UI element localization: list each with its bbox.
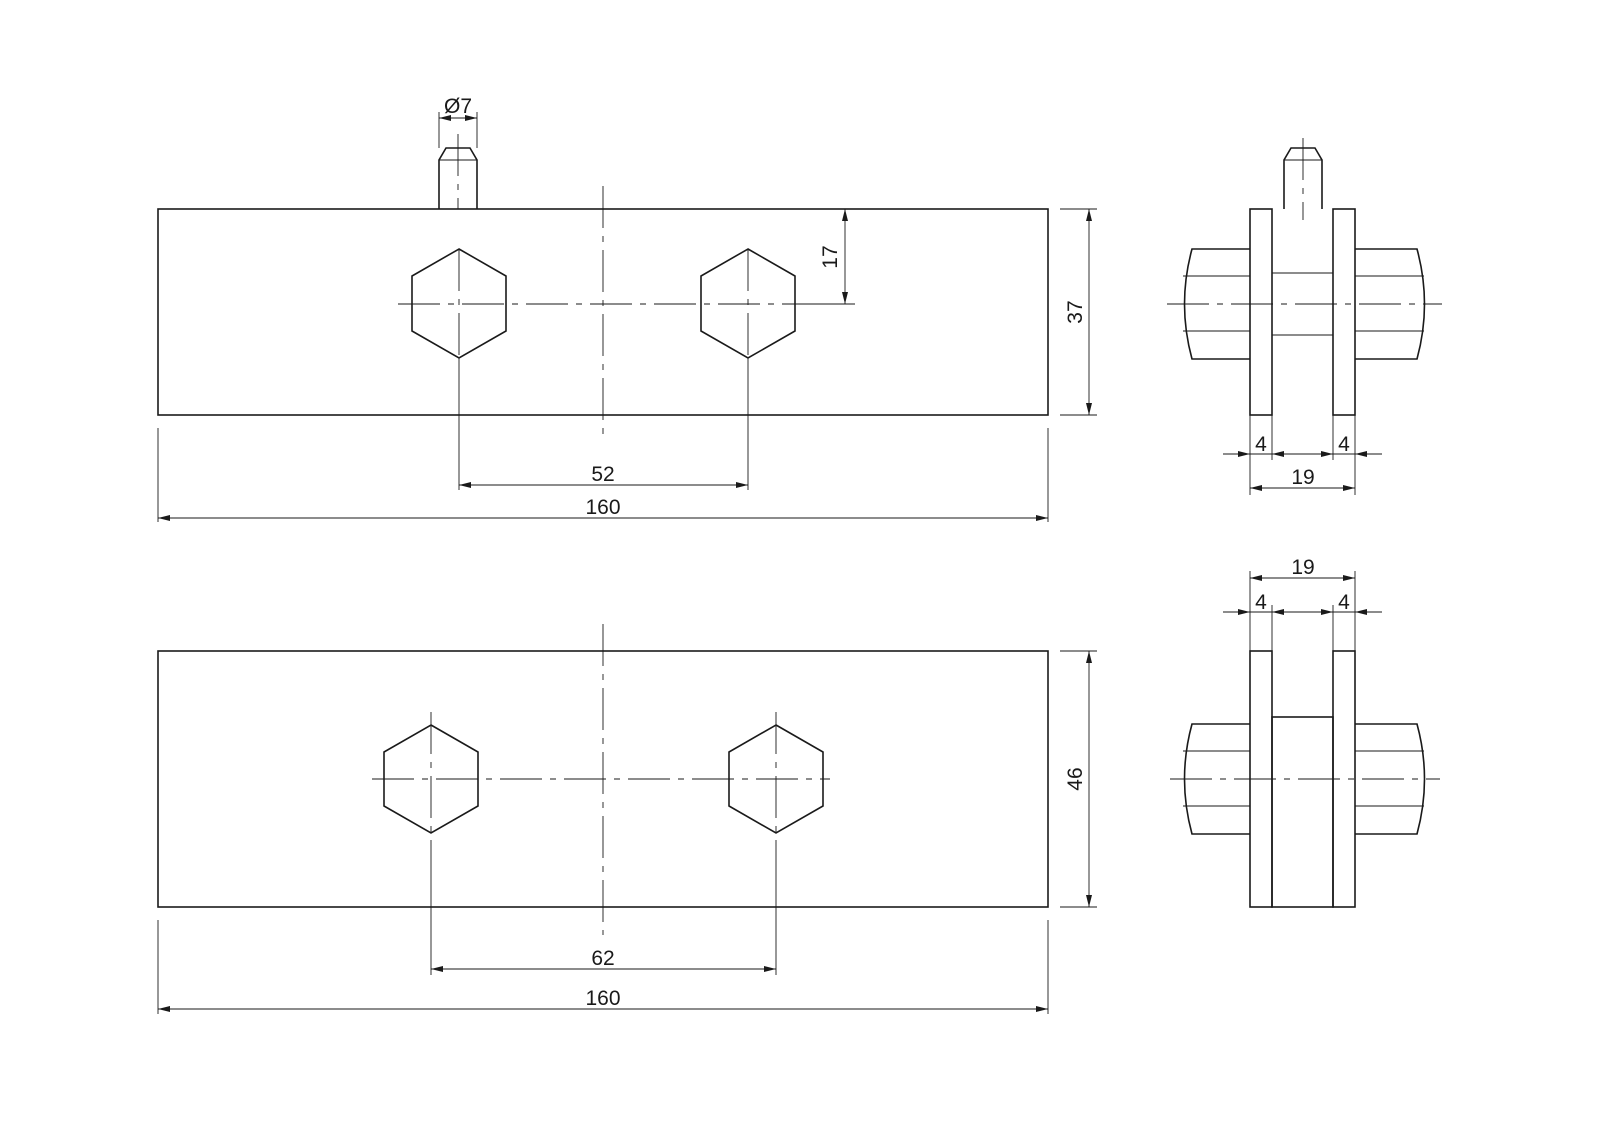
width-label: 19 [1291,556,1314,579]
hole-offset-label: 17 [819,245,842,268]
plate-left-label: 4 [1255,433,1267,456]
dimension-hole-offset: 17 [810,209,855,305]
dimension-hole-spacing: 62 [430,846,777,975]
dimension-plate-thickness: 4 4 [1223,591,1382,651]
spacer-block [1271,716,1334,908]
width-label: 19 [1291,466,1314,489]
dimension-width: 19 [1249,556,1356,651]
length-label: 160 [585,496,620,519]
hole-spacing-label: 62 [591,947,614,970]
pin-diameter-label: Ø7 [444,95,472,118]
left-plate [1249,208,1273,416]
dimension-width: 19 [1249,460,1355,495]
dimension-hole-spacing: 52 [458,358,749,490]
plate-left-label: 4 [1255,591,1267,614]
bottom-front-view: 46 62 160 [157,624,1097,1014]
dimension-height: 46 [1060,650,1097,908]
length-label: 160 [585,987,620,1010]
hex-nut-left [383,724,479,834]
top-side-view: 4 4 19 [1167,138,1442,495]
height-label: 37 [1064,300,1087,323]
right-bolt-head [1355,723,1426,835]
bottom-side-view: 19 4 4 [1170,556,1440,908]
dimension-pin-diameter: Ø7 [438,95,478,148]
dimension-length: 160 [157,920,1049,1014]
dimension-length: 160 [157,428,1049,522]
hex-nut-right [728,724,824,834]
height-label: 46 [1064,767,1087,790]
pin [438,134,478,209]
plate-right-label: 4 [1338,591,1350,614]
plate-right-label: 4 [1338,433,1350,456]
right-plate [1332,208,1356,416]
dimension-plate-thickness: 4 4 [1223,415,1382,495]
dimension-height: 37 [1060,208,1097,416]
top-front-view: Ø7 17 37 52 [157,95,1097,522]
hole-spacing-label: 52 [591,463,614,486]
